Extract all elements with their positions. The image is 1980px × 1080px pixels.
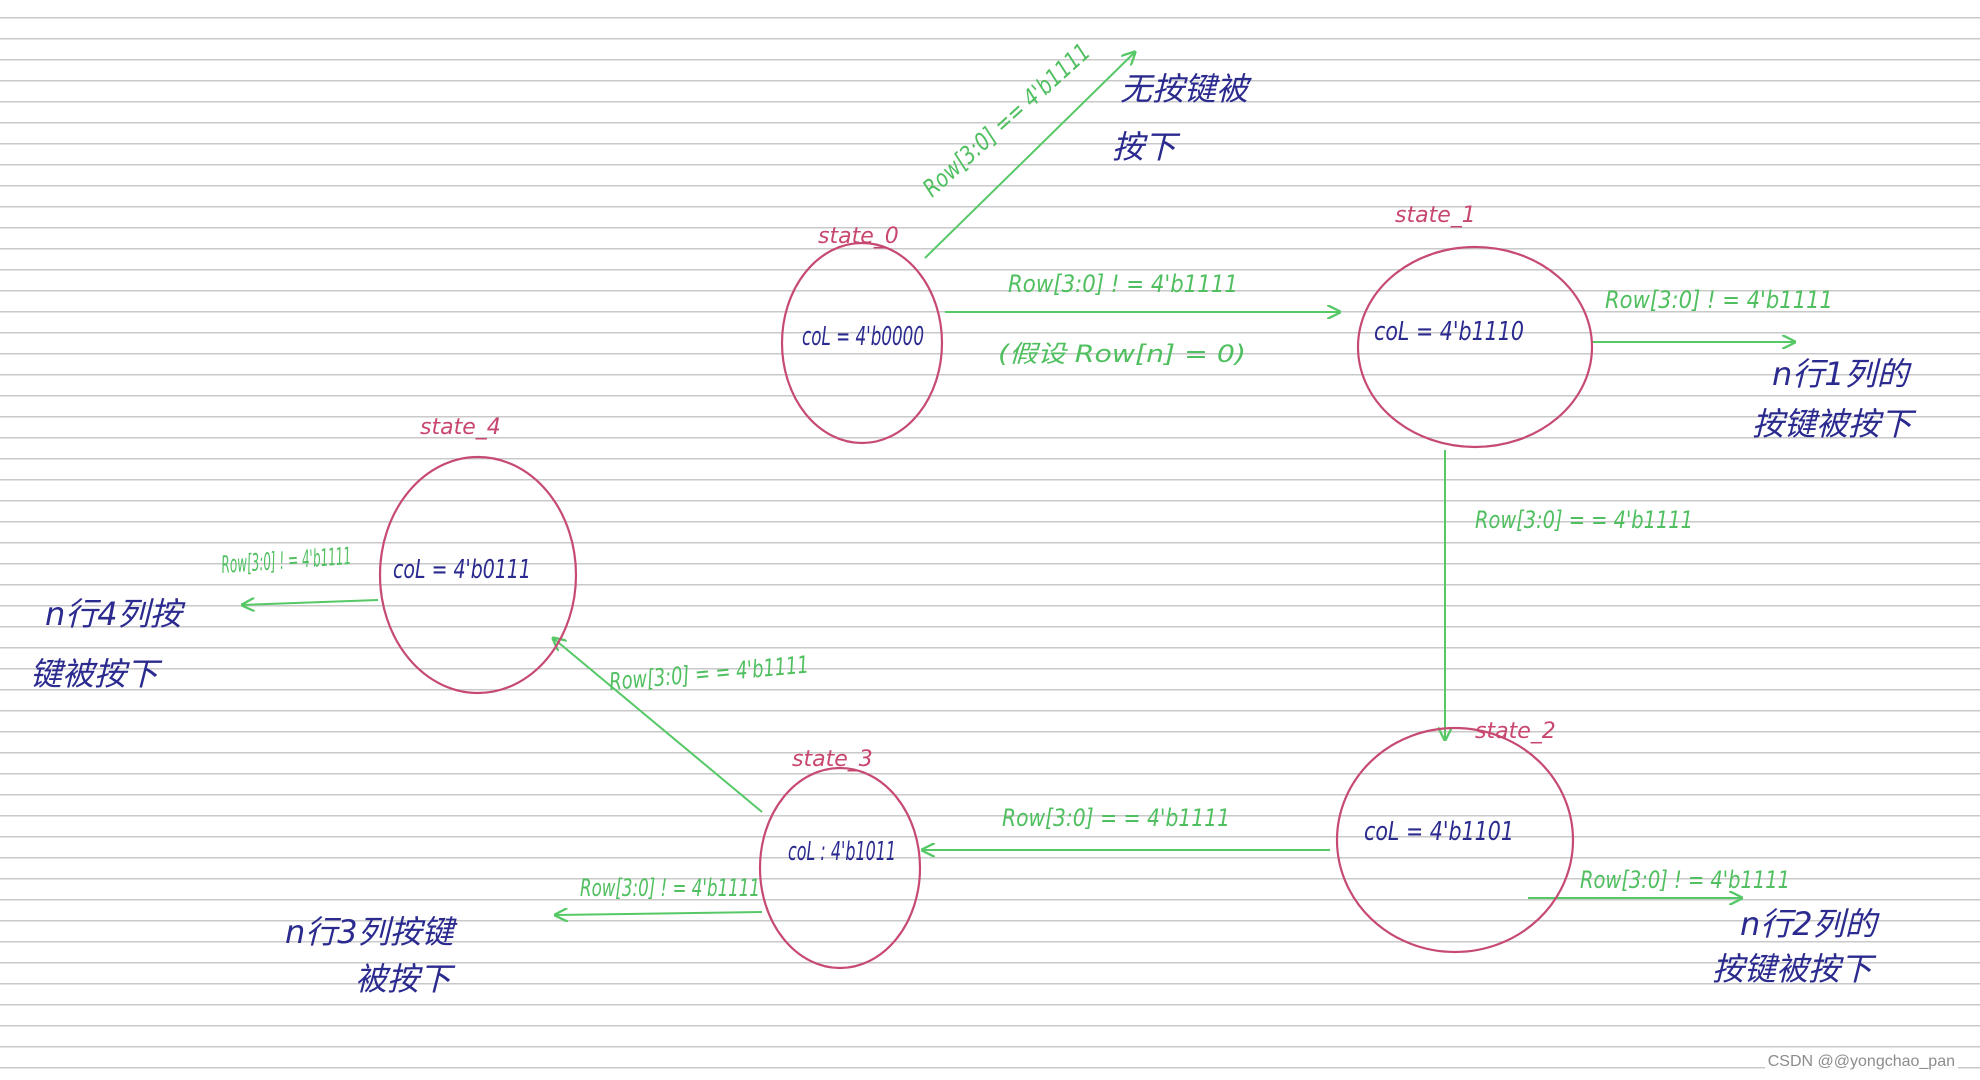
edge-s3-out [555, 912, 763, 915]
edge-label-s0-to-s1: Row[3:0] ! = 4'b1111 [1008, 270, 1238, 298]
edge-s4-out [242, 600, 379, 605]
state-node-1 [1356, 245, 1594, 449]
note-col4: n行4列按 键被按下 [30, 595, 186, 693]
edge-label-s2-out: Row[3:0] ! = 4'b1111 [1580, 866, 1790, 894]
note-col3-line-1: n行3列按键 [285, 913, 458, 951]
note-col2-line-2: 按键被按下 [1712, 950, 1877, 988]
note-col2: n行2列的 按键被按下 [1712, 905, 1881, 988]
note-no-key-line-1: 无按键被 [1120, 70, 1252, 108]
state-node-2 [1335, 726, 1575, 954]
note-no-key: 无按键被 按下 [1112, 70, 1252, 166]
edges [242, 52, 1795, 915]
note-col1-line-2: 按键被按下 [1752, 405, 1917, 443]
state-text-1: coL = 4'b1110 [1374, 317, 1524, 347]
note-no-key-line-2: 按下 [1112, 128, 1181, 166]
edge-sublabel-s0-to-s1: (假设 Row[n] = 0) [998, 340, 1246, 368]
note-col3: n行3列按键 被按下 [285, 913, 458, 998]
note-col2-line-1: n行2列的 [1740, 905, 1881, 943]
state-text-2: coL = 4'b1101 [1364, 817, 1514, 847]
state-label-4: state_4 [420, 415, 501, 440]
state-label-2: state_2 [1475, 719, 1556, 744]
state-nodes [378, 241, 1594, 970]
edge-label-s1-to-s2: Row[3:0] = = 4'b1111 [1475, 506, 1693, 534]
note-col3-line-2: 被按下 [355, 960, 456, 998]
edge-s3-to-s4 [553, 638, 763, 813]
note-col4-line-2: 键被按下 [30, 655, 163, 693]
note-col4-line-1: n行4列按 [45, 595, 186, 633]
note-col1-line-1: n行1列的 [1772, 355, 1913, 393]
edge-label-s3-out: Row[3:0] ! = 4'b1111 [580, 874, 760, 902]
edge-s0-no-key [924, 52, 1135, 259]
state-node-3 [758, 766, 922, 970]
state-text-0: coL = 4'b0000 [802, 322, 924, 352]
edge-label-s3-to-s4: Row[3:0] = = 4'b1111 [608, 651, 810, 696]
note-col1: n行1列的 按键被按下 [1752, 355, 1917, 443]
edge-label-s2-to-s3: Row[3:0] = = 4'b1111 [1002, 804, 1230, 832]
watermark: CSDN @@yongchao_pan [1764, 1052, 1958, 1072]
state-label-1: state_1 [1395, 203, 1476, 228]
state-label-0: state_0 [818, 224, 899, 249]
state-text-3: coL : 4'b1011 [788, 837, 896, 867]
state-label-3: state_3 [792, 747, 873, 772]
state-text-4: coL = 4'b0111 [393, 555, 531, 585]
edge-label-s1-out: Row[3:0] ! = 4'b1111 [1605, 286, 1833, 314]
state-node-4 [378, 455, 578, 695]
state-node-0 [780, 241, 944, 445]
edge-label-s4-out: Row[3:0] ! = 4'b1111 [220, 542, 352, 579]
